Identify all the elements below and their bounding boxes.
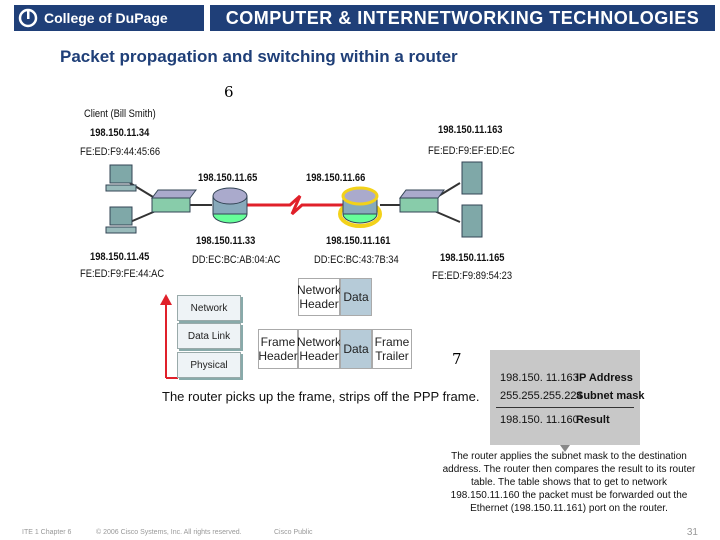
- page-number: 31: [686, 527, 698, 538]
- college-name: College of DuPage: [44, 10, 168, 26]
- router2-lan-ip-label: 198.150.11.161: [326, 235, 391, 247]
- switch-right: [399, 189, 445, 213]
- router1-lan-ip-label: 198.150.11.33: [196, 235, 256, 247]
- client-name-label: Client (Bill Smith): [84, 108, 156, 120]
- pc-left-top: [105, 164, 137, 192]
- footer-classification: Cisco Public: [274, 529, 313, 536]
- subnet-row-mask-value: 255.255.255.224: [500, 390, 583, 402]
- subnet-row-result-label: Result: [576, 414, 610, 426]
- frame-header: Frame Header: [258, 329, 298, 369]
- switch-left: [151, 189, 197, 213]
- server-right-bottom: [461, 204, 483, 238]
- subnet-calculation-table: 198.150. 11.163 IP Address 255.255.255.2…: [490, 350, 644, 445]
- router-2-icon: [338, 186, 382, 228]
- slide-title: Packet propagation and switching within …: [60, 47, 458, 66]
- footer-course: ITE 1 Chapter 6: [22, 529, 72, 536]
- subnet-row-mask-label: Subnet mask: [576, 390, 645, 402]
- table-arrow: [560, 445, 570, 452]
- college-logo-icon: [18, 8, 38, 28]
- layer-network: Network: [177, 295, 241, 321]
- server1-mac-label: FE:ED:F9:EF:ED:EC: [428, 145, 515, 157]
- frame-network-header: Network Header: [297, 329, 341, 369]
- frame-data: Data: [340, 329, 372, 369]
- college-logo: College of DuPage: [14, 5, 204, 31]
- router1-mac-label: DD:EC:BC:AB:04:AC: [192, 254, 281, 266]
- subnet-row-ip-label: IP Address: [576, 372, 633, 384]
- router-1-icon: [212, 187, 248, 224]
- pc-left-bottom: [105, 206, 137, 234]
- subnet-divider: [496, 407, 634, 408]
- layer-arrow: [160, 294, 178, 379]
- router2-ip-label: 198.150.11.66: [306, 172, 366, 184]
- serial-link: [245, 194, 345, 216]
- packet-data: Data: [340, 278, 372, 316]
- layer-data-link: Data Link: [177, 323, 241, 349]
- header-banner: College of DuPage COMPUTER & INTERNETWOR…: [0, 0, 720, 38]
- step-number-7: 7: [452, 350, 462, 368]
- server2-ip-label: 198.150.11.165: [440, 252, 505, 264]
- server1-ip-label: 198.150.11.163: [438, 124, 503, 136]
- layer-physical: Physical: [177, 352, 241, 378]
- step-number-6: 6: [224, 83, 234, 101]
- subnet-row-result-value: 198.150. 11.160: [500, 414, 579, 426]
- program-name: COMPUTER & INTERNETWORKING TECHNOLOGIES: [210, 5, 715, 31]
- client-ip-label: 198.150.11.34: [90, 127, 150, 139]
- frame-trailer: Frame Trailer: [372, 329, 412, 369]
- pc2-mac-label: FE:ED:F9:FE:44:AC: [80, 268, 165, 280]
- client-mac-label: FE:ED:F9:44:45:66: [80, 146, 161, 158]
- subnet-row-ip-value: 198.150. 11.163: [500, 372, 579, 384]
- router2-mac-label: DD:EC:BC:43:7B:34: [314, 254, 399, 266]
- frame-caption: The router picks up the frame, strips of…: [162, 389, 480, 404]
- pc2-ip-label: 198.150.11.45: [90, 251, 150, 263]
- footer-copyright: © 2006 Cisco Systems, Inc. All rights re…: [96, 529, 242, 536]
- server2-mac-label: FE:ED:F9:89:54:23: [432, 270, 513, 282]
- router1-ip-label: 198.150.11.65: [198, 172, 258, 184]
- packet-network-header: Network Header: [297, 278, 341, 316]
- server-right-top: [461, 161, 483, 195]
- routing-explanation: The router applies the subnet mask to th…: [442, 451, 696, 514]
